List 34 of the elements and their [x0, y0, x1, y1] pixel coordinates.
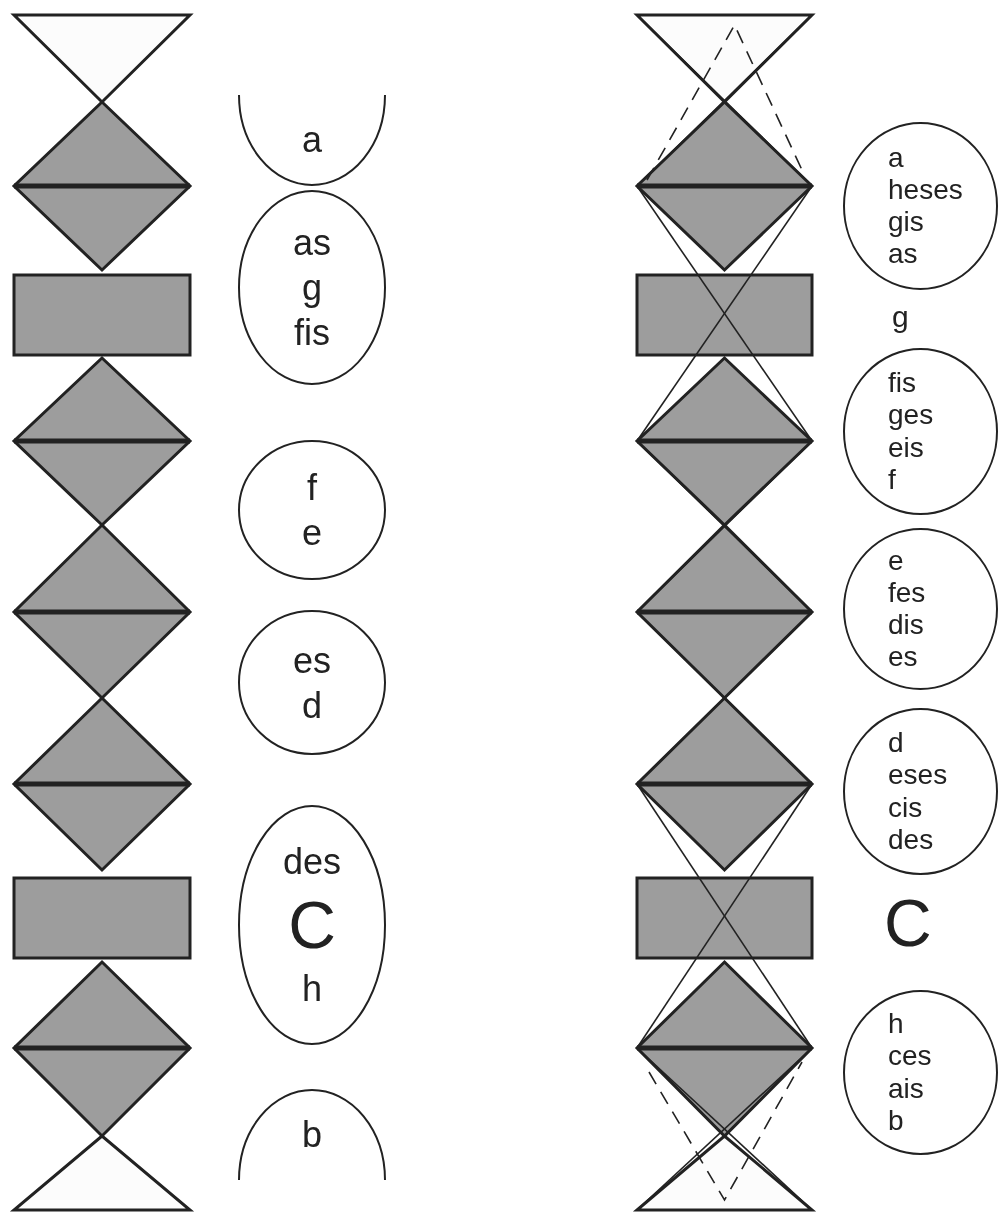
- note-name: as: [888, 238, 918, 271]
- note-name: fes: [888, 576, 926, 609]
- note-name: dis: [888, 609, 924, 642]
- note-name: eses: [888, 759, 948, 792]
- note-name: a: [302, 118, 322, 162]
- note-name: ces: [888, 1040, 932, 1073]
- note-name: gis: [888, 206, 924, 239]
- note-name: a: [888, 141, 904, 174]
- note-name: f: [888, 463, 896, 496]
- note-name: C: [884, 890, 932, 956]
- note-name: b: [302, 1113, 322, 1157]
- note-name: h: [888, 1008, 904, 1041]
- note-name: fis: [294, 311, 330, 355]
- note-name: des: [888, 823, 934, 856]
- note-name: e: [302, 511, 322, 555]
- note-name: f: [307, 466, 317, 510]
- note-name: h: [302, 967, 322, 1012]
- note-name: ges: [888, 399, 934, 432]
- note-name: d: [302, 683, 322, 728]
- note-name: g: [892, 302, 909, 332]
- note-name: es: [888, 641, 918, 674]
- note-name: es: [293, 638, 331, 683]
- note-name: cis: [888, 791, 923, 824]
- note-name: fis: [888, 367, 916, 400]
- note-name: ais: [888, 1072, 924, 1105]
- note-name: heses: [888, 173, 963, 206]
- note-name: g: [302, 266, 322, 310]
- note-name: C: [288, 886, 336, 964]
- note-name: eis: [888, 431, 924, 464]
- note-name: e: [888, 544, 904, 577]
- note-name: as: [293, 221, 331, 265]
- note-name: b: [888, 1104, 904, 1137]
- note-name: d: [888, 727, 904, 760]
- note-name: des: [282, 839, 341, 884]
